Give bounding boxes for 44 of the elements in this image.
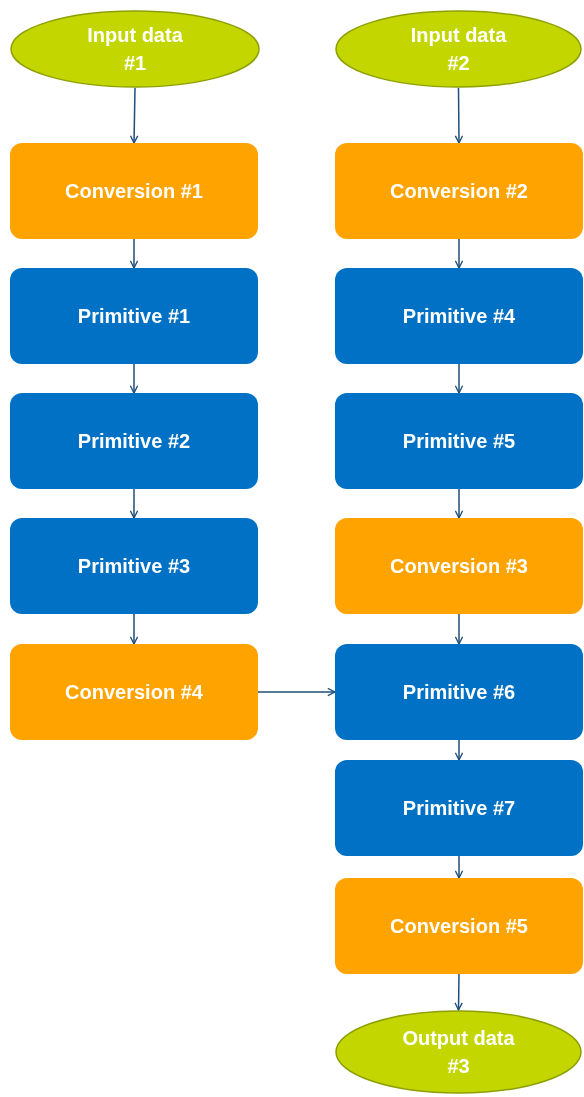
conversion-box xyxy=(335,518,583,614)
node-label: Primitive #5 xyxy=(402,429,516,454)
node-label: Primitive #3 xyxy=(77,554,191,579)
node-label: Primitive #6 xyxy=(402,680,516,705)
primitive-box xyxy=(335,644,583,740)
arrow xyxy=(129,488,139,519)
arrow xyxy=(454,973,463,1011)
arrow xyxy=(454,87,464,144)
conversion-box xyxy=(335,143,583,239)
arrow xyxy=(454,613,464,645)
arrow xyxy=(129,238,139,269)
conversion-box xyxy=(10,143,258,239)
arrow xyxy=(257,687,336,697)
arrow xyxy=(454,855,464,879)
conversion-box xyxy=(10,644,258,740)
node-label: Conversion #4 xyxy=(65,680,203,705)
primitive-box xyxy=(335,268,583,364)
primitive-box xyxy=(335,393,583,489)
node-label: Primitive #4 xyxy=(402,304,516,329)
arrow xyxy=(454,739,464,761)
data-ellipse xyxy=(335,1010,582,1094)
primitive-box xyxy=(335,760,583,856)
node-label: Conversion #1 xyxy=(65,179,203,204)
primitive-box xyxy=(10,268,258,364)
node-label: Primitive #2 xyxy=(77,429,191,454)
primitive-box xyxy=(10,393,258,489)
arrow xyxy=(454,238,464,269)
node-label: Primitive #1 xyxy=(77,304,191,329)
arrow xyxy=(129,613,139,645)
node-label: Conversion #5 xyxy=(390,914,528,939)
arrow xyxy=(454,363,464,394)
arrow xyxy=(129,363,139,394)
node-label: Conversion #3 xyxy=(390,554,528,579)
arrow xyxy=(129,87,139,144)
data-ellipse xyxy=(335,10,582,88)
node-label: Input data #1 xyxy=(86,23,184,76)
node-label: Primitive #7 xyxy=(402,796,516,821)
primitive-box xyxy=(10,518,258,614)
arrow xyxy=(454,488,464,519)
node-label: Output data #3 xyxy=(401,1026,516,1079)
node-label: Conversion #2 xyxy=(390,179,528,204)
data-ellipse xyxy=(10,10,260,88)
node-label: Input data #2 xyxy=(409,23,508,76)
conversion-box xyxy=(335,878,583,974)
